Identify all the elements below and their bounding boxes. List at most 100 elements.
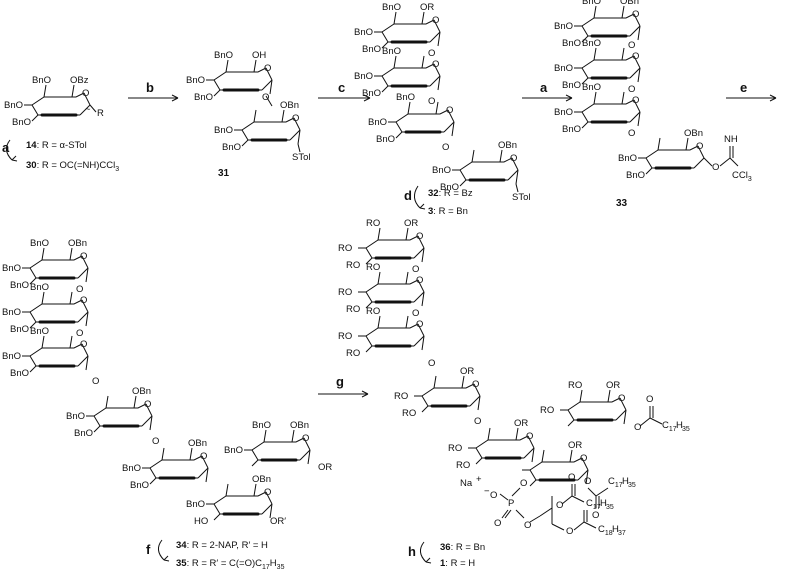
bond [515, 183, 519, 193]
bond [69, 247, 73, 261]
bond [241, 139, 249, 147]
bond [205, 467, 209, 483]
plus-charge: + [476, 474, 482, 485]
carbonyl-o-3: O [568, 472, 575, 483]
bond [421, 247, 425, 263]
c2-substituent: OBn [684, 128, 703, 139]
bond [645, 157, 653, 169]
arrowhead [565, 97, 573, 102]
bond [293, 117, 301, 131]
c2-substituent: OBn [188, 438, 207, 449]
bond [471, 149, 475, 163]
bond [637, 25, 641, 41]
c3-substituent: BnO [194, 92, 213, 103]
arrowhead [363, 94, 371, 99]
ring-oxygen: O [446, 105, 453, 116]
c17-1: C17 [662, 420, 677, 433]
stol-31: STol [292, 152, 310, 163]
bond [633, 55, 641, 69]
glyco-o-13: O [428, 358, 435, 369]
c6-substituent: RO [366, 262, 380, 273]
bond [29, 267, 37, 279]
bond [587, 487, 597, 497]
c4-substituent: RO [338, 243, 352, 254]
c3-substituent: BnO [562, 124, 581, 135]
bond [189, 447, 193, 461]
arrowhead [425, 557, 431, 563]
c3-substituent: BnO [376, 134, 395, 145]
c4-substituent: RO [448, 443, 462, 454]
bond [197, 467, 209, 479]
c3-substituent: BnO [12, 117, 31, 128]
bond [567, 419, 575, 427]
bond [567, 409, 575, 421]
bond [501, 509, 509, 519]
bond [241, 129, 249, 141]
ring-top [29, 343, 83, 357]
ring-top [149, 455, 203, 469]
bond [475, 457, 483, 465]
bond [31, 114, 39, 122]
bond [487, 427, 491, 441]
ring-oxygen: O [292, 113, 299, 124]
bond [585, 469, 589, 485]
bond [31, 104, 39, 116]
bond [253, 109, 257, 123]
c3-substituent: BnO [10, 280, 29, 291]
c2-substituent: OBn [68, 238, 87, 249]
bond [29, 355, 37, 367]
c2-substituent: OBn [252, 474, 271, 485]
bond [289, 129, 301, 141]
c4-substituent: BnO [186, 75, 205, 86]
bond [593, 5, 597, 19]
ring-oxygen: O [510, 153, 517, 164]
ring-top [241, 117, 295, 131]
ring-oxygen: O [416, 275, 423, 286]
c17-3: C17 [586, 498, 601, 511]
glyco-o-5: O [628, 84, 635, 95]
arrowhead [419, 207, 426, 210]
glyco-o-10: O [152, 436, 159, 447]
arrowhead [769, 94, 777, 99]
bond [381, 75, 389, 87]
bond [529, 479, 537, 487]
bond [595, 487, 609, 497]
compound-35-label: 35: R = R′ = C(=O)C17H35 [176, 558, 285, 571]
ring-oxygen: O [80, 339, 87, 350]
h-3: H [600, 498, 607, 509]
ring-oxygen: O [632, 9, 639, 20]
bond [499, 149, 503, 163]
bond [81, 255, 89, 269]
bond [433, 63, 441, 77]
ester-o-2: O [584, 476, 591, 487]
bond [621, 5, 625, 19]
bond [79, 104, 91, 116]
c4-substituent: RO [338, 331, 352, 342]
or-34: OR [318, 462, 332, 473]
bond [615, 409, 627, 421]
wavy-bond: ~ [85, 104, 91, 115]
h35-3: 35 [606, 504, 614, 511]
bond [29, 277, 37, 285]
bond [395, 121, 403, 133]
bond [149, 477, 157, 485]
bond [381, 85, 389, 93]
c3-substituent: BnO [74, 428, 93, 439]
bond [447, 109, 455, 123]
c2-substituent: OBn [620, 0, 639, 7]
ring-oxygen: O [472, 379, 479, 390]
bond [253, 483, 257, 497]
reagent-e: e [740, 80, 747, 95]
ring-oxygen: O [80, 295, 87, 306]
glyco-o-2: O [428, 96, 435, 107]
reagent-f: f [146, 542, 151, 557]
ester-o-1: O [634, 422, 641, 433]
c6-substituent: BnO [30, 238, 49, 249]
c3-substituent: RO [402, 408, 416, 419]
bond [417, 235, 425, 249]
phosphate-o-1: O [490, 490, 497, 501]
c6-substituent: BnO [582, 38, 601, 49]
bond [649, 417, 663, 425]
bond [637, 67, 641, 83]
bond [577, 469, 589, 481]
